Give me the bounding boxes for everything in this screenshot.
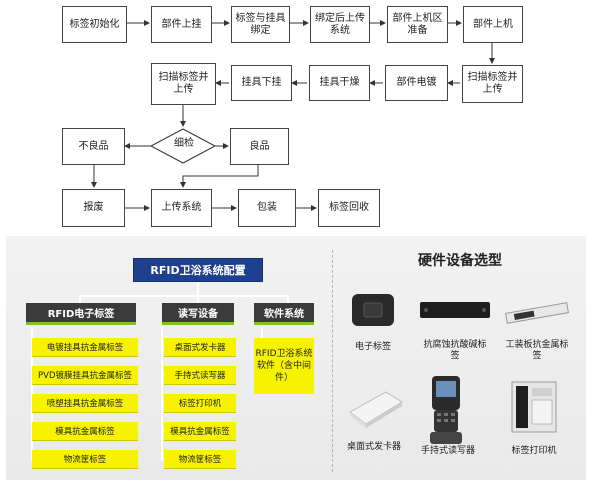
step-label-init: 标签初始化	[62, 6, 127, 43]
step-packaging: 包装	[238, 189, 296, 227]
step-good: 良品	[230, 128, 289, 165]
anti-corrosion-tag-icon	[420, 302, 490, 318]
col-head-software: 软件系统	[254, 303, 314, 325]
step-part-on-machine: 部件上机	[463, 6, 523, 43]
step-scan-upload-2: 扫描标签并上传	[462, 65, 523, 103]
step-tag-recycle: 标签回收	[318, 189, 380, 227]
reader-item: 桌面式发卡器	[164, 338, 236, 357]
rfid-tag-icon	[352, 294, 394, 326]
software-item: RFID卫浴系统软件（含中间件）	[254, 338, 314, 394]
step-hanger-unload: 挂具下挂	[231, 65, 292, 101]
col-head-rfid-tags: RFID电子标签	[26, 303, 136, 325]
hardware-label: 标签打印机	[511, 446, 557, 456]
step-part-hang: 部件上挂	[151, 6, 212, 43]
panel-divider	[332, 250, 333, 472]
step-scan-upload-1: 扫描标签并上传	[151, 63, 216, 105]
reader-item: 标签打印机	[164, 394, 236, 413]
hardware-label: 手持式读写器	[420, 446, 475, 456]
tag-item: 模具抗金属标签	[32, 422, 138, 441]
inspection-decision: 细检	[174, 138, 194, 149]
step-upload-after-bind: 绑定后上传系统	[310, 6, 370, 43]
hardware-label: 抗腐蚀抗酸碱标签	[423, 340, 487, 361]
hardware-label: 桌面式发卡器	[346, 442, 401, 452]
step-bind-tag-hanger: 标签与挂具绑定	[231, 6, 290, 43]
step-defective: 不良品	[62, 128, 125, 165]
label-printer-icon	[511, 381, 557, 433]
reader-item: 手持式读写器	[164, 366, 236, 385]
handheld-reader-icon	[430, 376, 462, 444]
step-upload-system: 上传系统	[151, 189, 212, 227]
config-title: RFID卫浴系统配置	[133, 258, 263, 282]
step-scrap: 报废	[62, 189, 125, 227]
col-head-readers: 读写设备	[162, 303, 234, 325]
step-machine-area-prep: 部件上机区准备	[387, 6, 448, 43]
step-part-plating: 部件电镀	[385, 65, 448, 101]
reader-item: 物流筐标签	[164, 450, 236, 469]
pallet-tag-icon	[505, 302, 569, 324]
hardware-label: 电子标签	[354, 342, 391, 352]
tag-item: PVD镀膜挂具抗金属标签	[32, 366, 138, 385]
reader-item: 模具抗金属标签	[164, 422, 236, 441]
step-hanger-dry: 挂具干燥	[309, 65, 370, 101]
desktop-card-issuer-icon	[349, 391, 403, 428]
hardware-title: 硬件设备选型	[418, 253, 502, 269]
tag-item: 喷塑挂具抗金属标签	[32, 394, 138, 413]
tag-item: 物流筐标签	[32, 450, 138, 469]
hardware-label: 工装板抗金属标签	[505, 340, 569, 361]
tag-item: 电镀挂具抗金属标签	[32, 338, 138, 357]
